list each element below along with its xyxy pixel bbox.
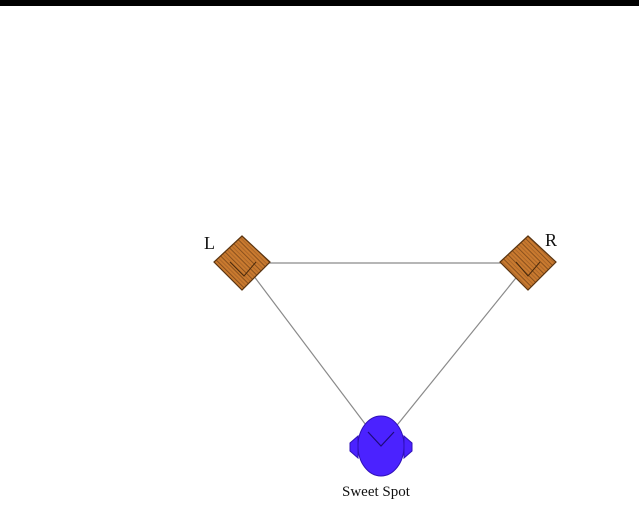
left-speaker-icon bbox=[214, 236, 270, 290]
right-sight-line bbox=[381, 263, 528, 445]
listener-head-icon bbox=[350, 416, 412, 476]
left-sight-line bbox=[244, 263, 381, 445]
sweet-spot-label: Sweet Spot bbox=[342, 484, 410, 501]
left-speaker-label: L bbox=[204, 233, 215, 254]
right-speaker-label: R bbox=[545, 230, 557, 251]
